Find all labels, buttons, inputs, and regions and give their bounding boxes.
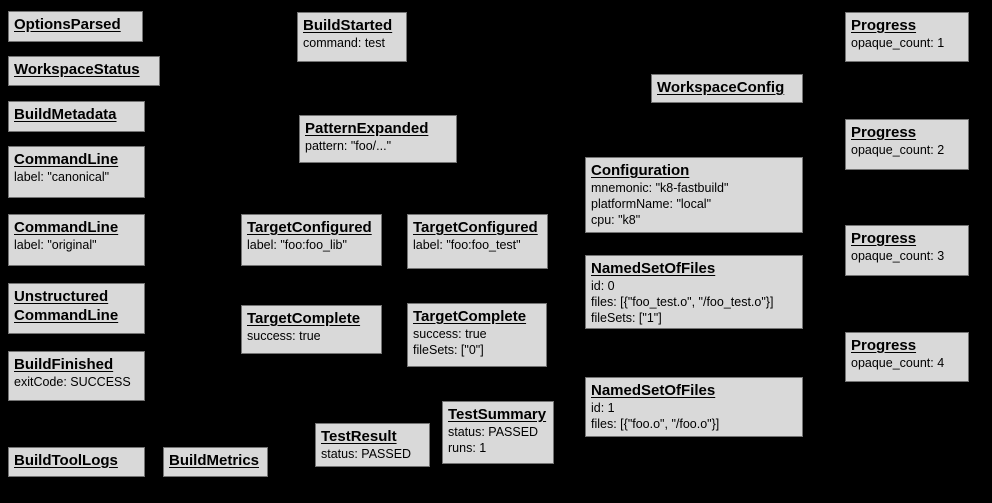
event-title: WorkspaceStatus [14,61,140,78]
event-field: label: "foo:foo_test" [413,238,521,252]
event-field: label: "original" [14,238,97,252]
event-title: BuildMetadata [14,106,117,123]
event-box-progress-1: Progress opaque_count: 1 [845,12,969,62]
event-field: id: 0 [591,279,615,293]
event-title: WorkspaceConfig [657,79,785,96]
event-field: opaque_count: 1 [851,36,945,50]
event-box-target-complete-foo-lib: TargetComplete success: true [241,305,382,354]
event-title: TargetConfigured [247,219,372,236]
event-title-line2: CommandLine [14,307,119,324]
event-box-options-parsed: OptionsParsed [8,11,143,42]
event-box-unstructured-command-line: Unstructured CommandLine [8,283,145,334]
event-box-build-finished: BuildFinished exitCode: SUCCESS [8,351,145,401]
event-box-target-complete-foo-test: TargetComplete success: true fileSets: [… [407,303,547,367]
event-field: opaque_count: 3 [851,249,945,263]
event-field: opaque_count: 4 [851,356,945,370]
event-box-configuration: Configuration mnemonic: "k8-fastbuild" p… [585,157,803,233]
event-field: label: "foo:foo_lib" [247,238,347,252]
event-box-test-summary: TestSummary status: PASSED runs: 1 [442,401,554,464]
event-title: TestResult [321,428,397,445]
event-box-progress-3: Progress opaque_count: 3 [845,225,969,276]
event-field: id: 1 [591,401,615,415]
event-box-command-line-canonical: CommandLine label: "canonical" [8,146,145,198]
event-title: PatternExpanded [305,120,429,137]
event-box-progress-2: Progress opaque_count: 2 [845,119,969,170]
event-field: success: true [247,329,321,343]
event-box-progress-4: Progress opaque_count: 4 [845,332,969,382]
event-box-named-set-of-files-0: NamedSetOfFiles id: 0 files: [{"foo_test… [585,255,803,329]
event-title: BuildToolLogs [14,452,118,469]
event-title: Progress [851,17,917,34]
event-field: files: [{"foo_test.o", "/foo_test.o"}] [591,295,774,309]
event-box-target-configured-foo-lib: TargetConfigured label: "foo:foo_lib" [241,214,382,266]
event-field: files: [{"foo.o", "/foo.o"}] [591,417,720,431]
event-title: NamedSetOfFiles [591,382,716,399]
event-field: label: "canonical" [14,170,110,184]
event-title: BuildStarted [303,17,393,34]
event-box-command-line-original: CommandLine label: "original" [8,214,145,266]
event-title: BuildMetrics [169,452,260,469]
event-box-build-metrics: BuildMetrics [163,447,268,477]
event-field: pattern: "foo/..." [305,139,392,153]
event-box-build-metadata: BuildMetadata [8,101,145,132]
event-field: opaque_count: 2 [851,143,945,157]
event-box-workspace-config: WorkspaceConfig [651,74,803,103]
event-title: Progress [851,230,917,247]
event-field: fileSets: ["1"] [591,311,662,325]
event-field: mnemonic: "k8-fastbuild" [591,181,729,195]
event-field: fileSets: ["0"] [413,343,484,357]
event-title: NamedSetOfFiles [591,260,716,277]
event-box-build-tool-logs: BuildToolLogs [8,447,145,477]
event-field: status: PASSED [321,447,412,461]
event-box-workspace-status: WorkspaceStatus [8,56,160,86]
event-title: Unstructured [14,288,109,305]
event-title: CommandLine [14,219,119,236]
event-box-pattern-expanded: PatternExpanded pattern: "foo/..." [299,115,457,163]
event-title: BuildFinished [14,356,114,373]
event-field: exitCode: SUCCESS [14,375,131,389]
event-field: platformName: "local" [591,197,712,211]
event-field: success: true [413,327,487,341]
event-title: TargetComplete [247,310,361,327]
event-title: Progress [851,124,917,141]
event-title: Configuration [591,162,690,179]
event-title: TestSummary [448,406,547,423]
event-box-target-configured-foo-test: TargetConfigured label: "foo:foo_test" [407,214,548,269]
event-field: command: test [303,36,385,50]
event-box-named-set-of-files-1: NamedSetOfFiles id: 1 files: [{"foo.o", … [585,377,803,437]
event-title: CommandLine [14,151,119,168]
event-title: TargetConfigured [413,219,538,236]
event-field: runs: 1 [448,441,487,455]
event-field: status: PASSED [448,425,539,439]
event-box-build-started: BuildStarted command: test [297,12,407,62]
event-field: cpu: "k8" [591,213,641,227]
event-title: Progress [851,337,917,354]
event-box-test-result: TestResult status: PASSED [315,423,430,467]
event-title: TargetComplete [413,308,527,325]
event-title: OptionsParsed [14,16,121,33]
